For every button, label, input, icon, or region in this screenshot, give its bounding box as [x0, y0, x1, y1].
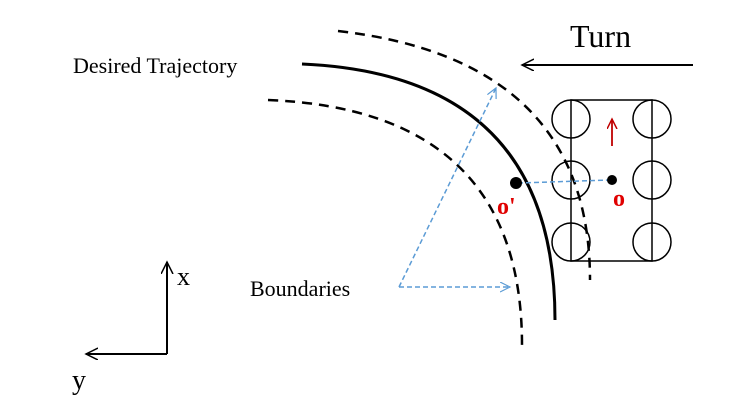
point-o-prime: [510, 177, 522, 189]
wheel-front-left: [551, 99, 591, 139]
wheel-rear-right: [632, 222, 672, 262]
lateral-distance-line: [517, 179, 612, 184]
boundaries-label: Boundaries: [250, 276, 350, 301]
wheel-rear-left: [551, 222, 591, 262]
vehicle-body: [570, 99, 653, 262]
axis-y-label: y: [72, 365, 86, 396]
wheel-mid-right: [632, 160, 672, 200]
vehicle: [551, 99, 672, 262]
desired-trajectory-label: Desired Trajectory: [73, 53, 237, 78]
point-o-prime-label: o': [497, 194, 516, 220]
desired-trajectory-curve: [301, 62, 557, 321]
point-o-label: o: [613, 186, 625, 212]
boundary-arrow-outer: [398, 88, 496, 288]
inner-boundary: [267, 98, 524, 346]
turn-label: Turn: [570, 18, 631, 54]
point-o: [607, 175, 617, 185]
wheel-front-right: [632, 99, 672, 139]
outer-boundary: [337, 29, 592, 281]
axis-x-label: x: [177, 262, 190, 291]
